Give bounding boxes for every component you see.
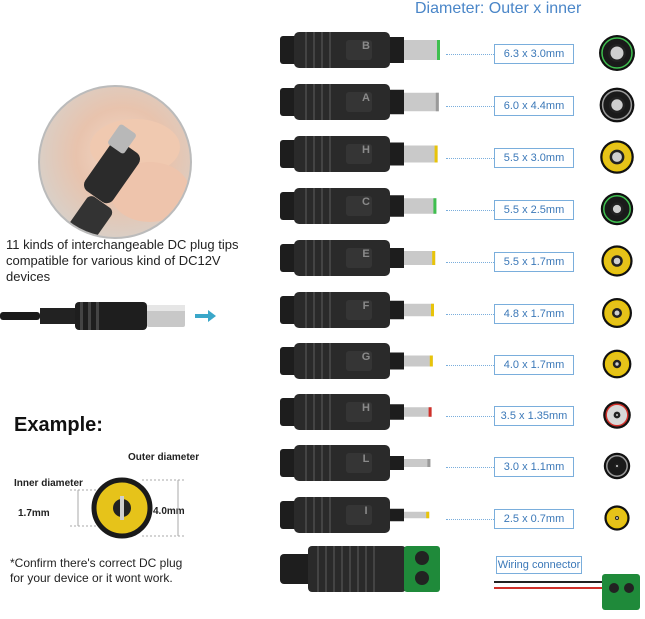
plug-end-view [598,138,636,176]
inner-diameter-label: Inner diameter [14,478,83,489]
size-label: 3.0 x 1.1mm [494,457,574,477]
plug-end-view [598,86,636,124]
plug-tip-7: G [278,339,448,383]
size-label: 5.5 x 3.0mm [494,148,574,168]
plug-tip-5: E [278,236,448,280]
leader-line [446,519,494,520]
size-label: 4.8 x 1.7mm [494,304,574,324]
plug-tip-2: A [278,80,448,124]
plug-end-view [598,190,636,228]
intro-text: 11 kinds of interchangeable DC plug tips… [6,237,268,285]
inner-diameter-value: 1.7mm [18,508,50,519]
plug-tip-4: C [278,184,448,228]
outer-diameter-label: Outer diameter [128,452,200,463]
size-label: 6.3 x 3.0mm [494,44,574,64]
leader-line [446,467,494,468]
plug-tip-letter: G [361,351,371,363]
terminal-adapter [280,546,440,592]
size-label: 6.0 x 4.4mm [494,96,574,116]
plug-tip-letter: I [364,505,368,517]
leader-line [446,416,494,417]
leader-line [446,54,494,55]
size-label: 3.5 x 1.35mm [494,406,574,426]
hand-plug-illustration [57,119,190,237]
plug-tip-letter: E [362,248,370,260]
dc-cable-plug [0,302,216,330]
confirm-line-2: for your device or it wont work. [10,571,173,585]
outer-diameter-value: 4.0mm [153,506,185,517]
size-label: 5.5 x 1.7mm [494,252,574,272]
intro-line-1: 11 kinds of interchangeable DC plug tips [6,237,239,252]
leader-line [446,262,494,263]
example-plug-diagram [70,477,184,539]
confirm-note: *Confirm there's correct DC plug for you… [10,556,220,586]
leader-line [446,314,494,315]
size-label: 5.5 x 2.5mm [494,200,574,220]
leader-line [446,210,494,211]
leader-line [446,158,494,159]
plug-tip-letter: B [362,40,370,52]
leader-line [446,106,494,107]
wiring-connector-label: Wiring connector [496,556,582,574]
plug-tip-letter: H [362,402,370,414]
plug-end-view [598,499,636,537]
plug-tip-3: H [278,132,448,176]
size-label: 4.0 x 1.7mm [494,355,574,375]
example-title: Example: [14,414,103,436]
size-label: 2.5 x 0.7mm [494,509,574,529]
plug-tip-9: L [278,441,448,485]
plug-end-view [598,345,636,383]
plug-tip-1: B [278,28,448,72]
plug-end-view [598,34,636,72]
plug-tip-letter: C [362,196,370,208]
intro-line-2: compatible for various kind of DC12V dev… [6,253,221,284]
plug-end-view [598,396,636,434]
plug-tip-10: I [278,493,448,537]
hand-plug-photo [38,85,192,239]
plug-tip-letter: L [362,453,370,465]
plug-tip-6: F [278,288,448,332]
plug-tip-8: H [278,390,448,434]
plug-tip-letter: F [362,300,370,312]
plug-end-view [598,294,636,332]
plug-tip-letter: A [362,92,370,104]
leader-line [446,365,494,366]
wiring-connector-photo [494,574,640,610]
plug-end-view [598,242,636,280]
diameter-header: Diameter: Outer x inner [415,0,582,17]
plug-tip-letter: H [362,144,370,156]
plug-end-view [598,447,636,485]
confirm-line-1: *Confirm there's correct DC plug [10,556,183,570]
